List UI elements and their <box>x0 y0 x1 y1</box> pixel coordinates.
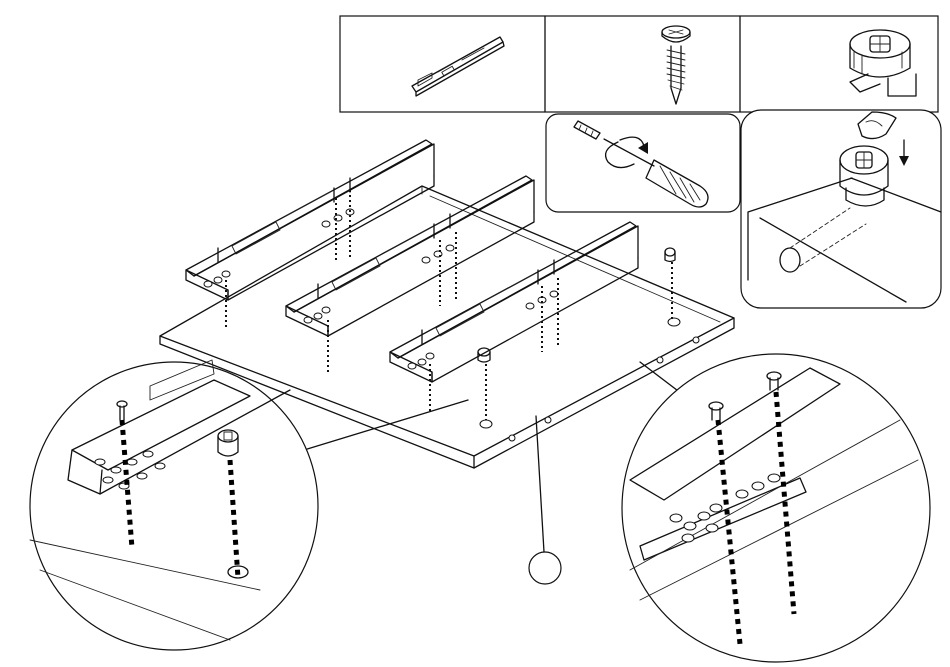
screw-guide-lines <box>226 190 672 420</box>
callout-leader-line <box>304 400 468 450</box>
cam-insert-frame <box>741 110 941 308</box>
right-zoom-circle <box>622 354 930 662</box>
parts-panel <box>340 16 938 112</box>
step-indicator <box>529 416 561 584</box>
cam-lock-icon <box>665 248 675 262</box>
cam-lock-icon <box>478 348 490 362</box>
left-zoom-detail <box>30 360 468 650</box>
step-indicator-circle <box>529 552 561 584</box>
drawer-slide-rail <box>186 140 434 300</box>
screwdriver-frame <box>546 114 740 212</box>
parts-panel-frame <box>340 16 938 112</box>
screwdriver-detail <box>546 114 740 212</box>
right-zoom-detail <box>622 354 930 662</box>
cam-insert-detail <box>741 110 941 308</box>
left-zoom-circle <box>30 362 318 650</box>
drawer-slide-rail <box>390 222 638 382</box>
